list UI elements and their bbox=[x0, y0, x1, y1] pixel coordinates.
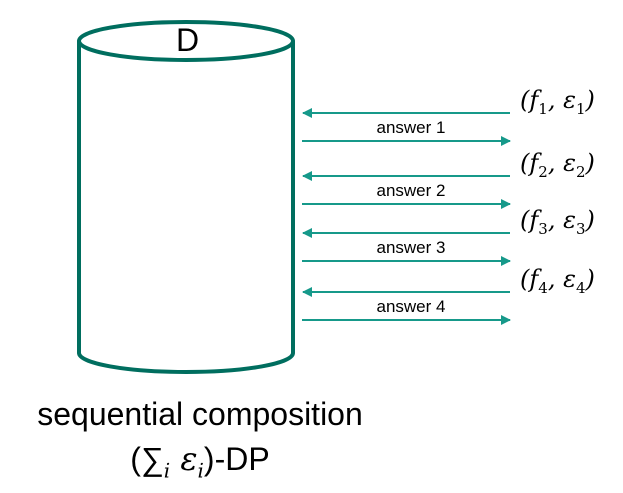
query-label: (f3, ε3) bbox=[520, 206, 595, 238]
query-label: (f2, ε2) bbox=[520, 149, 595, 181]
query-label: (f4, ε4) bbox=[520, 265, 595, 297]
answer-label: answer 3 bbox=[376, 238, 446, 257]
answer-label: answer 4 bbox=[376, 297, 446, 316]
database-cylinder bbox=[77, 20, 295, 374]
caption-line1: sequential composition bbox=[37, 396, 363, 432]
query-label: (f1, ε1) bbox=[520, 86, 595, 118]
caption-line2: (∑i εi)-DP bbox=[130, 440, 270, 483]
database-label: D bbox=[176, 22, 200, 58]
answer-label: answer 2 bbox=[376, 181, 446, 200]
answer-label: answer 1 bbox=[376, 118, 446, 137]
